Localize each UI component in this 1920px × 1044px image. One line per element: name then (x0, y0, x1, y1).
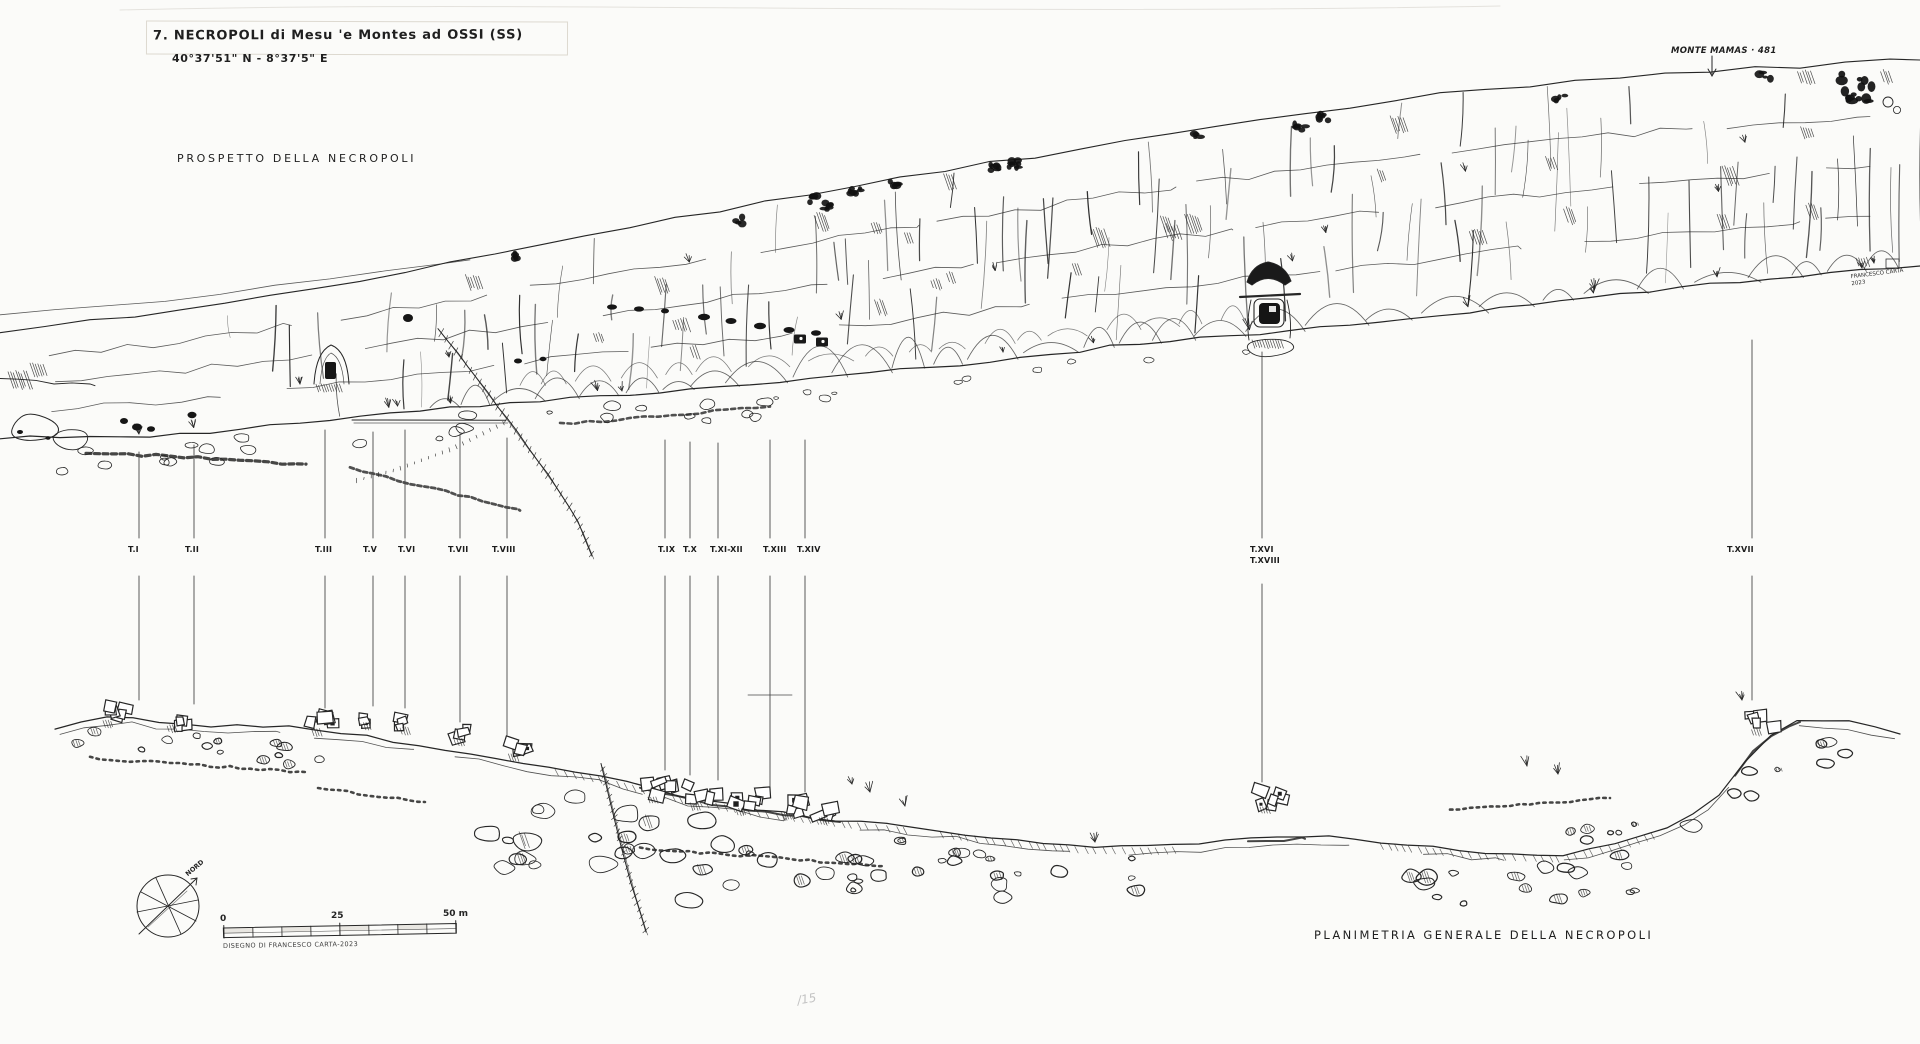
plan-drawing (54, 690, 1901, 936)
compass-rose (136, 874, 200, 938)
sheet-edge-line (119, 5, 1501, 11)
prospect-elevation-drawing (0, 55, 1920, 560)
scale-bar (222, 920, 457, 939)
edge-signature-drawing (1855, 255, 1900, 269)
reference-lines (138, 339, 1753, 793)
